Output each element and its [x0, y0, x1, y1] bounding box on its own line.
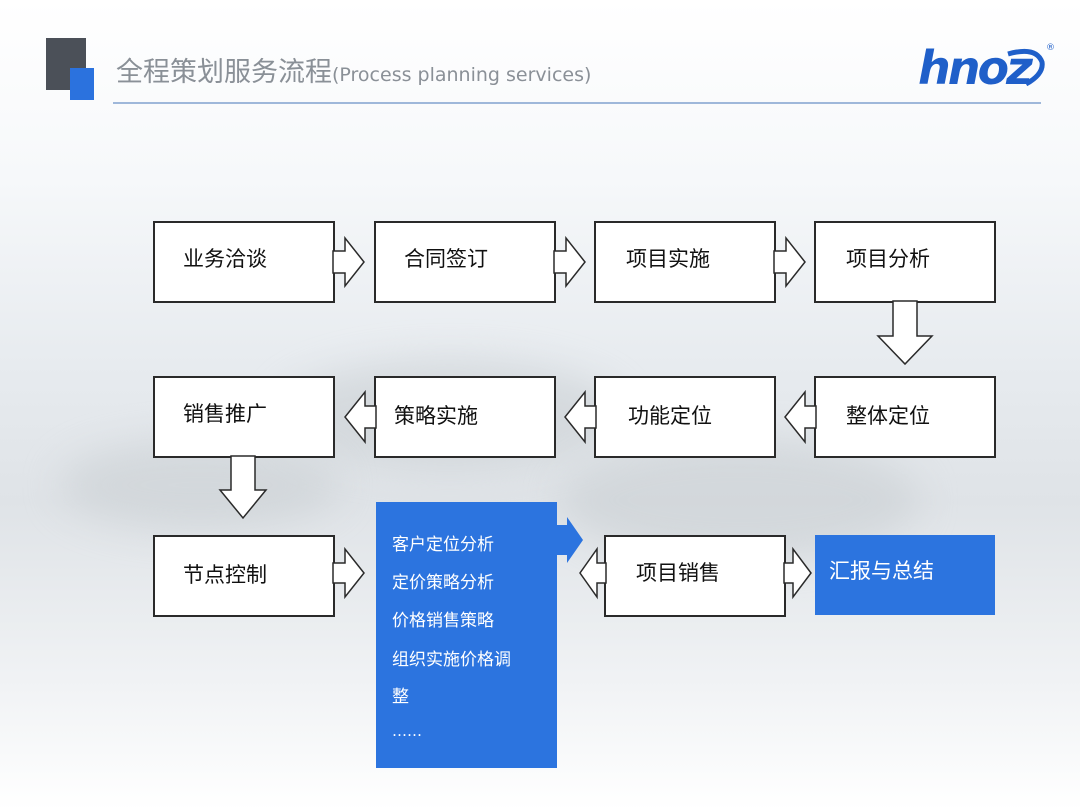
corner-block-blue	[70, 68, 94, 100]
step-label: 整体定位	[846, 404, 930, 428]
arrow-right-icon	[773, 235, 806, 289]
arrow-right-icon	[783, 546, 812, 600]
detail-item: 定价策略分析	[392, 573, 494, 593]
arrow-right-icon	[553, 235, 586, 289]
step-strategy-implementation: 策略实施	[374, 376, 556, 458]
page-title: 全程策划服务流程(Process planning services)	[116, 50, 591, 89]
detail-list-box: 客户定位分析 定价策略分析 价格销售策略 组织实施价格调 整 ……	[376, 502, 557, 768]
step-project-analysis: 项目分析	[814, 221, 996, 303]
arrow-right-icon	[332, 546, 365, 600]
step-label: 功能定位	[628, 404, 712, 428]
arrow-right-icon	[332, 235, 365, 289]
step-project-sales: 项目销售	[604, 535, 786, 617]
step-label: 项目销售	[636, 561, 720, 585]
logo-swoosh	[1007, 48, 1045, 87]
company-logo: hnoz ®	[918, 41, 1055, 94]
step-report-summary: 汇报与总结	[815, 535, 995, 615]
detail-item: ……	[392, 722, 422, 740]
title-underline	[113, 102, 1041, 104]
step-label: 节点控制	[183, 563, 267, 587]
arrow-down-icon	[876, 300, 934, 366]
arrow-left-icon	[579, 546, 607, 600]
arrow-down-icon	[218, 455, 268, 520]
detail-item: 客户定位分析	[392, 535, 494, 555]
arrow-right-icon	[557, 517, 583, 563]
detail-item: 整	[392, 687, 409, 707]
registered-mark: ®	[1046, 43, 1055, 53]
step-label: 业务洽谈	[183, 247, 267, 271]
arrow-left-icon	[784, 389, 817, 445]
arrow-left-icon	[344, 389, 377, 445]
title-english: (Process planning services)	[332, 64, 592, 86]
step-label: 合同签订	[404, 247, 488, 271]
detail-item: 组织实施价格调	[392, 650, 511, 670]
step-business-negotiation: 业务洽谈	[153, 221, 335, 303]
step-function-positioning: 功能定位	[594, 376, 776, 458]
detail-item: 价格销售策略	[392, 611, 494, 631]
step-overall-positioning: 整体定位	[814, 376, 996, 458]
step-label: 项目实施	[626, 247, 710, 271]
step-label: 项目分析	[846, 247, 930, 271]
step-label: 销售推广	[183, 402, 267, 426]
step-project-implementation: 项目实施	[594, 221, 776, 303]
step-contract-signing: 合同签订	[374, 221, 556, 303]
step-node-control: 节点控制	[153, 535, 335, 617]
title-chinese: 全程策划服务流程	[116, 57, 332, 88]
arrow-left-icon	[564, 389, 597, 445]
step-label: 策略实施	[394, 404, 478, 428]
step-label: 汇报与总结	[829, 559, 934, 583]
